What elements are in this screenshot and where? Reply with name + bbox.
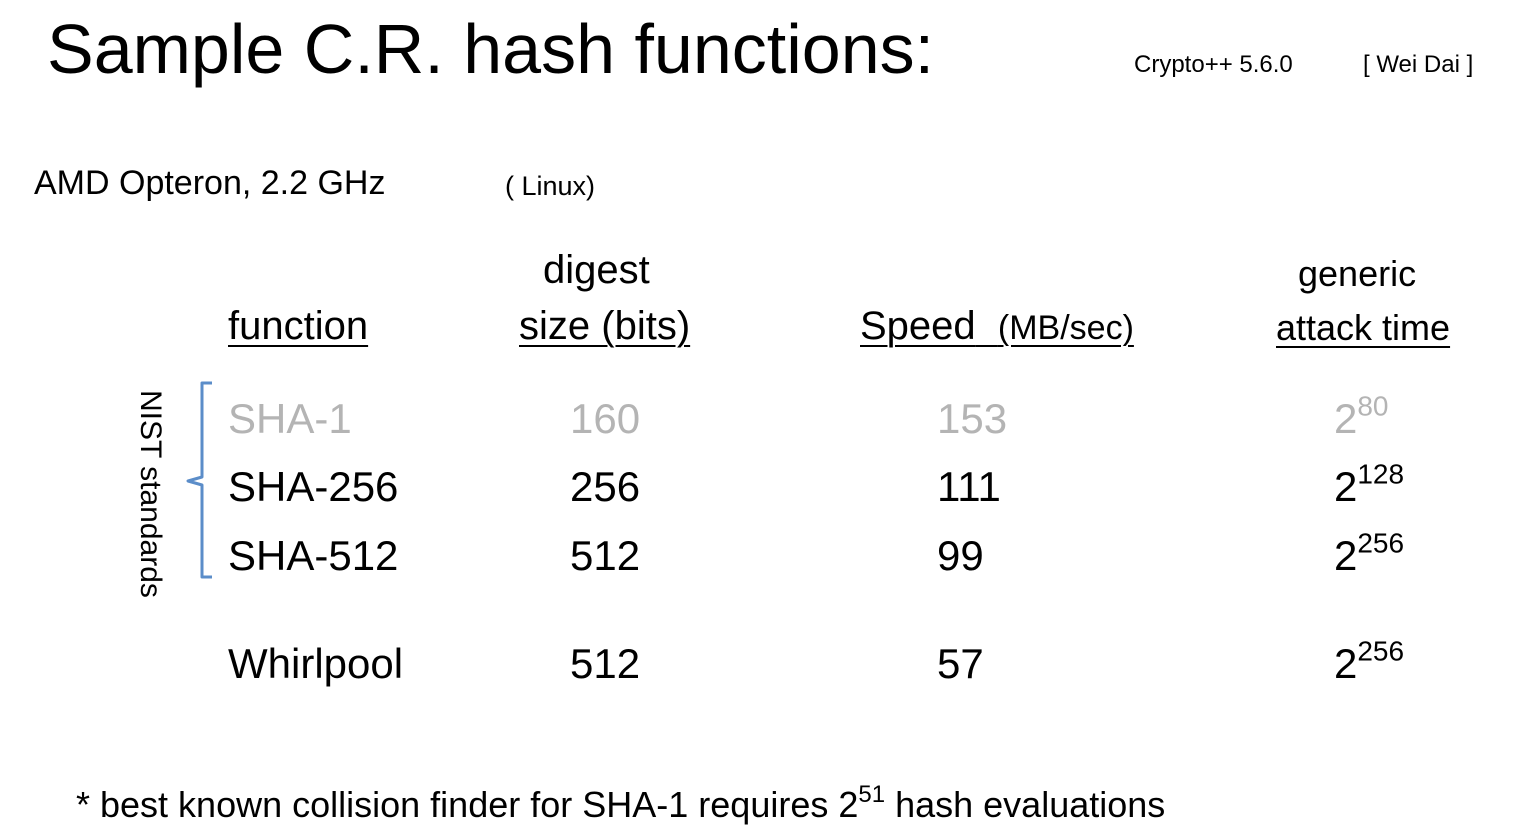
row-sha256-attack-base: 2 [1334, 463, 1358, 510]
row-whirlpool-attack: 2256 [1334, 637, 1404, 691]
header-digest-top: digest [543, 248, 650, 292]
header-speed-main: Speed [860, 304, 976, 348]
row-sha256-attack-exp: 128 [1357, 458, 1405, 490]
footnote-prefix: * best known collision finder for SHA-1 … [76, 784, 859, 825]
row-sha1-attack: 280 [1334, 392, 1389, 446]
row-sha1-attack-base: 2 [1334, 395, 1358, 442]
slide-title: Sample C.R. hash functions: [47, 10, 935, 88]
row-sha256-digest: 256 [570, 463, 641, 510]
row-sha512-speed: 99 [937, 532, 984, 579]
row-sha512-attack: 2256 [1334, 529, 1404, 583]
nist-bracket-icon [186, 381, 212, 579]
row-sha1-function: SHA-1 [228, 395, 352, 442]
row-sha512-function: SHA-512 [228, 532, 399, 579]
header-attack-top: generic [1298, 253, 1417, 294]
footnote-suffix: hash evaluations [885, 784, 1166, 825]
source-author: [ Wei Dai ] [1363, 51, 1474, 78]
row-sha512-attack-exp: 256 [1357, 527, 1405, 559]
row-sha1-attack-exp: 80 [1357, 390, 1389, 422]
row-sha1-digest: 160 [570, 395, 641, 442]
platform-cpu: AMD Opteron, 2.2 GHz [34, 164, 386, 202]
nist-standards-label: NIST standards [134, 390, 167, 598]
row-sha256-function: SHA-256 [228, 463, 399, 510]
row-whirlpool-function: Whirlpool [228, 640, 404, 687]
row-sha1-speed: 153 [937, 395, 1008, 442]
header-digest-bottom: size (bits) [519, 304, 691, 348]
header-function: function [228, 304, 369, 348]
footnote-exp: 51 [858, 781, 886, 809]
row-sha512-digest: 512 [570, 532, 641, 579]
row-sha256-attack: 2128 [1334, 460, 1404, 514]
platform-os: ( Linux) [505, 171, 596, 201]
row-sha256-speed: 111 [937, 463, 1001, 510]
row-sha512-attack-base: 2 [1334, 532, 1358, 579]
header-speed: Speed (MB/sec) [860, 300, 1134, 354]
header-attack-bottom: attack time [1276, 307, 1451, 348]
row-whirlpool-speed: 57 [937, 640, 984, 687]
source-library: Crypto++ 5.6.0 [1134, 51, 1293, 78]
header-speed-unit: (MB/sec) [997, 309, 1134, 347]
row-whirlpool-attack-base: 2 [1334, 640, 1358, 687]
row-whirlpool-digest: 512 [570, 640, 641, 687]
row-whirlpool-attack-exp: 256 [1357, 635, 1405, 667]
footnote: * best known collision finder for SHA-1 … [76, 782, 1165, 828]
